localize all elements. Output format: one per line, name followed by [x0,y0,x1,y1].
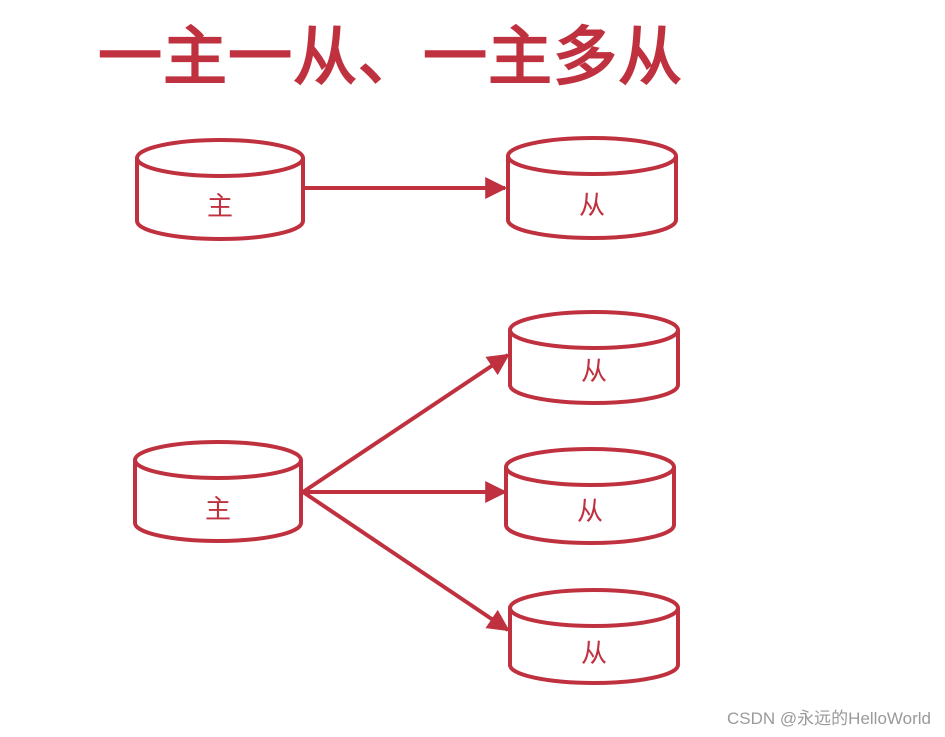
replication-arrow-lower [301,490,510,632]
master-database-label: 主 [205,495,231,525]
slave-database-top [506,136,678,176]
slave-database-label: 从 [581,357,607,387]
slave-database-label: 从 [577,497,603,527]
master-database: 主 [133,440,303,543]
master-database-body [133,460,303,543]
master-database-label: 主 [207,192,233,222]
page-title: 一主一从、一主多从 [98,21,683,95]
master-database-top [133,440,303,480]
one-to-one-diagram: 主 从 [135,136,678,241]
slave-database-body [506,156,678,240]
slave-database-label: 从 [581,639,607,669]
slave-database-top [504,447,676,487]
slave-database-body [508,608,680,685]
slave-database-top [508,310,680,350]
slave-database: 从 [508,588,680,685]
slave-database: 从 [504,447,676,545]
one-to-many-diagram: 主 从 从 从 [133,310,680,685]
slave-database: 从 [508,310,680,405]
slave-database: 从 [506,136,678,240]
master-database-top [135,138,305,178]
slave-database-body [508,330,680,405]
master-database-body [135,158,305,241]
slave-database-top [508,588,680,628]
watermark: CSDN @永远的HelloWorld [727,709,931,728]
slave-database-label: 从 [579,191,605,221]
replication-arrow-upper [301,353,510,494]
slave-database-body [504,467,676,545]
master-database: 主 [135,138,305,241]
